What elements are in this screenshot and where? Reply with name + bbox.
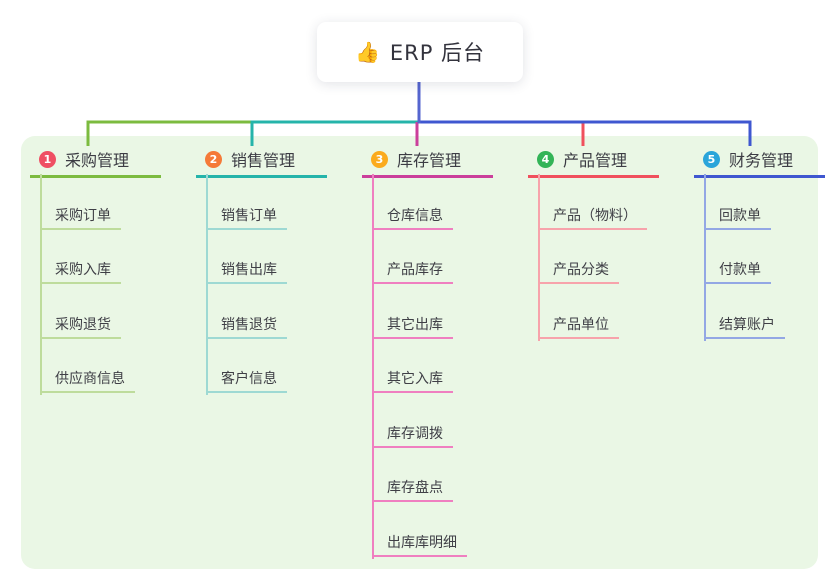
branch-header-2[interactable]: 2 销售管理 <box>196 146 327 178</box>
child-node-label: 回款单 <box>704 204 771 230</box>
child-node[interactable]: 产品分类 <box>538 258 619 284</box>
child-node[interactable]: 产品单位 <box>538 313 619 339</box>
child-node-label: 采购退货 <box>40 313 121 339</box>
child-node[interactable]: 客户信息 <box>206 367 287 393</box>
root-node-erp[interactable]: 👍 ERP 后台 <box>317 22 523 82</box>
branch-label: 采购管理 <box>65 151 130 170</box>
child-node[interactable]: 采购订单 <box>40 204 121 230</box>
child-node-label: 结算账户 <box>704 313 785 339</box>
child-node[interactable]: 结算账户 <box>704 313 785 339</box>
child-node[interactable]: 库存盘点 <box>372 476 453 502</box>
child-node-label: 销售退货 <box>206 313 287 339</box>
child-node-label: 产品库存 <box>372 258 453 284</box>
child-node-label: 产品单位 <box>538 313 619 339</box>
child-node-label: 付款单 <box>704 258 771 284</box>
branch-label: 财务管理 <box>729 151 794 170</box>
branch-number-badge: 1 <box>39 150 56 168</box>
branch-trunk-line <box>704 174 706 341</box>
child-node[interactable]: 其它出库 <box>372 313 453 339</box>
child-node-label: 采购订单 <box>40 204 121 230</box>
branch-header-1[interactable]: 1 采购管理 <box>30 146 161 178</box>
child-node[interactable]: 回款单 <box>704 204 771 230</box>
child-node[interactable]: 库存调拨 <box>372 422 453 448</box>
child-node-label: 销售出库 <box>206 258 287 284</box>
branch-trunk-line <box>538 174 540 341</box>
branches-panel <box>21 136 818 569</box>
child-node[interactable]: 销售退货 <box>206 313 287 339</box>
branch-number-badge: 3 <box>371 150 388 168</box>
thumbs-up-icon: 👍 <box>354 40 380 64</box>
child-node-label: 仓库信息 <box>372 204 453 230</box>
child-node-label: 客户信息 <box>206 367 287 393</box>
child-node-label: 其它出库 <box>372 313 453 339</box>
branch-trunk-line <box>40 174 42 395</box>
child-node-label: 产品（物料） <box>538 204 647 230</box>
branch-header-3[interactable]: 3 库存管理 <box>362 146 493 178</box>
child-node[interactable]: 采购入库 <box>40 258 121 284</box>
child-node[interactable]: 供应商信息 <box>40 367 135 393</box>
child-node-label: 出库库明细 <box>372 531 467 557</box>
child-node[interactable]: 产品（物料） <box>538 204 647 230</box>
child-node-label: 销售订单 <box>206 204 287 230</box>
child-node-label: 产品分类 <box>538 258 619 284</box>
child-node[interactable]: 付款单 <box>704 258 771 284</box>
branch-trunk-line <box>372 174 374 559</box>
branch-label: 产品管理 <box>563 151 628 170</box>
child-node[interactable]: 销售出库 <box>206 258 287 284</box>
branch-label: 库存管理 <box>397 151 462 170</box>
branch-label: 销售管理 <box>231 151 296 170</box>
child-node-label: 其它入库 <box>372 367 453 393</box>
child-node-label: 库存盘点 <box>372 476 453 502</box>
child-node[interactable]: 其它入库 <box>372 367 453 393</box>
branch-number-badge: 5 <box>703 150 720 168</box>
child-node-label: 库存调拨 <box>372 422 453 448</box>
branch-header-4[interactable]: 4 产品管理 <box>528 146 659 178</box>
child-node-label: 采购入库 <box>40 258 121 284</box>
child-node[interactable]: 产品库存 <box>372 258 453 284</box>
child-node[interactable]: 出库库明细 <box>372 531 467 557</box>
root-title: ERP 后台 <box>389 41 486 65</box>
branch-number-badge: 2 <box>205 150 222 168</box>
branch-number-badge: 4 <box>537 150 554 168</box>
branch-header-5[interactable]: 5 财务管理 <box>694 146 825 178</box>
branch-trunk-line <box>206 174 208 395</box>
child-node[interactable]: 销售订单 <box>206 204 287 230</box>
child-node[interactable]: 仓库信息 <box>372 204 453 230</box>
child-node-label: 供应商信息 <box>40 367 135 393</box>
child-node[interactable]: 采购退货 <box>40 313 121 339</box>
